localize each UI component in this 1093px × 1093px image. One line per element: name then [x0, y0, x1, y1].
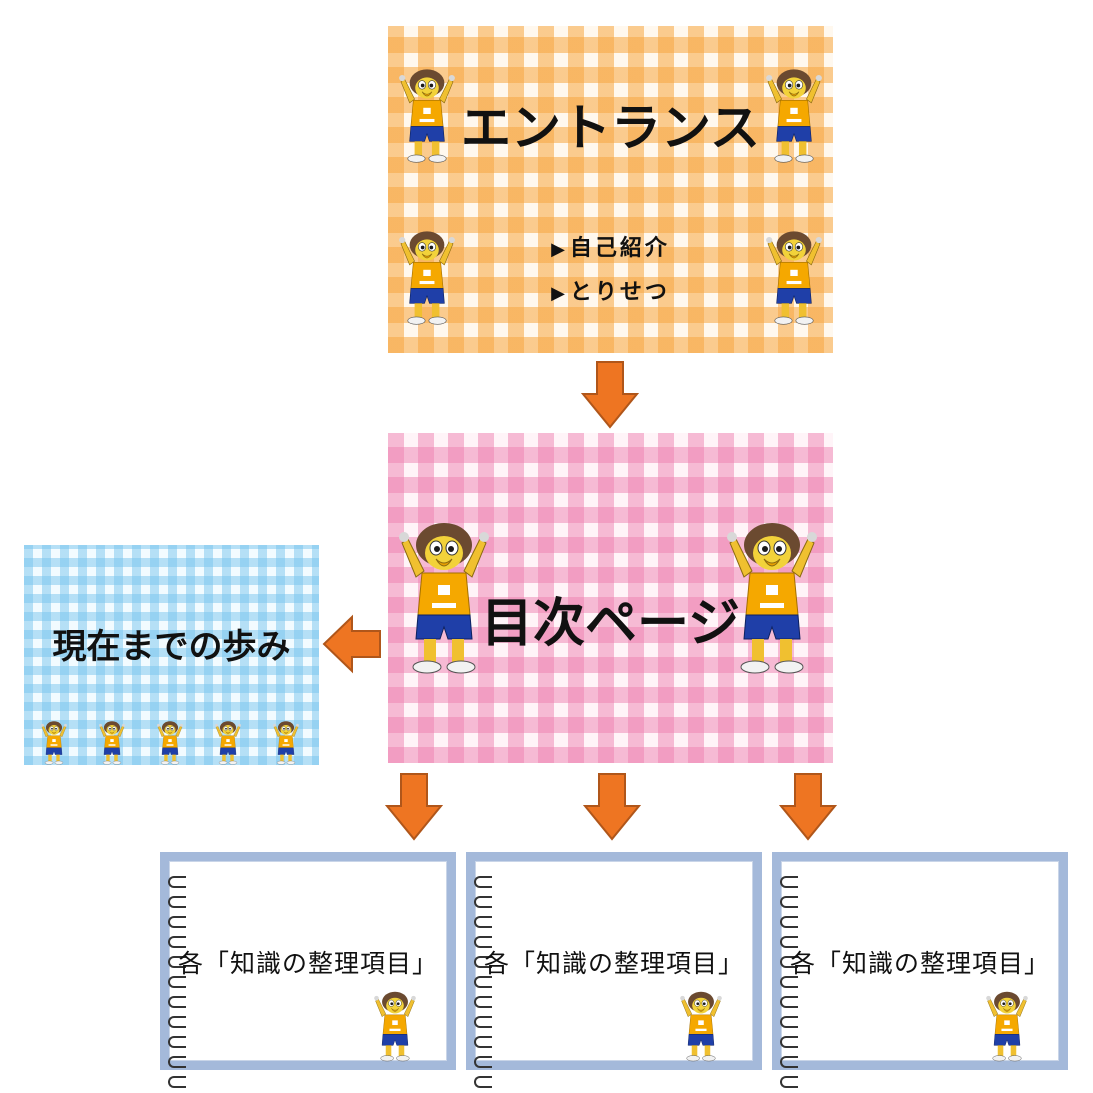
spiral-binding-icon [474, 876, 494, 1088]
play-marker-icon: ▶ [551, 239, 568, 260]
mascot-icon [968, 988, 1046, 1062]
spiral-binding-icon [168, 876, 188, 1088]
notebook-page: 各「知識の整理項目」 [780, 861, 1059, 1088]
spiral-binding-icon [780, 876, 800, 1088]
arrow-left-icon [322, 614, 382, 674]
mascot-icon [356, 988, 434, 1062]
notebook-card: 各「知識の整理項目」 [160, 852, 456, 1088]
notebook-title: 各「知識の整理項目」 [789, 949, 1050, 978]
history-panel: 現在までの歩み [24, 545, 319, 765]
link-profile-label: 自己紹介 [569, 236, 670, 261]
history-title: 現在までの歩み [52, 627, 291, 667]
notebook-card: 各「知識の整理項目」 [772, 852, 1068, 1088]
arrow-down-icon [384, 772, 444, 842]
notebook-page: 各「知識の整理項目」 [168, 861, 447, 1088]
toc-title: 目次ページ [481, 594, 740, 654]
mascot-icon [148, 719, 192, 765]
notebook-page: 各「知識の整理項目」 [474, 861, 753, 1088]
toc-panel: 目次ページ [388, 433, 833, 763]
arrow-down-icon [580, 360, 640, 430]
arrow-down-icon [582, 772, 642, 842]
link-manual-label: とりせつ [569, 280, 670, 305]
mascot-icon [264, 719, 308, 765]
notebook-title: 各「知識の整理項目」 [483, 949, 744, 978]
link-manual[interactable]: ▶とりせつ [388, 274, 833, 306]
play-marker-icon: ▶ [551, 283, 568, 304]
mascot-icon [206, 719, 250, 765]
entrance-panel: エントランス ▶自己紹介 ▶とりせつ [388, 26, 833, 353]
mascot-icon [32, 719, 76, 765]
link-profile[interactable]: ▶自己紹介 [388, 230, 833, 262]
entrance-title: エントランス [461, 99, 760, 157]
mascot-icon [662, 988, 740, 1062]
notebook-card: 各「知識の整理項目」 [466, 852, 762, 1088]
notebook-title: 各「知識の整理項目」 [177, 949, 438, 978]
arrow-down-icon [778, 772, 838, 842]
mascot-icon [90, 719, 134, 765]
